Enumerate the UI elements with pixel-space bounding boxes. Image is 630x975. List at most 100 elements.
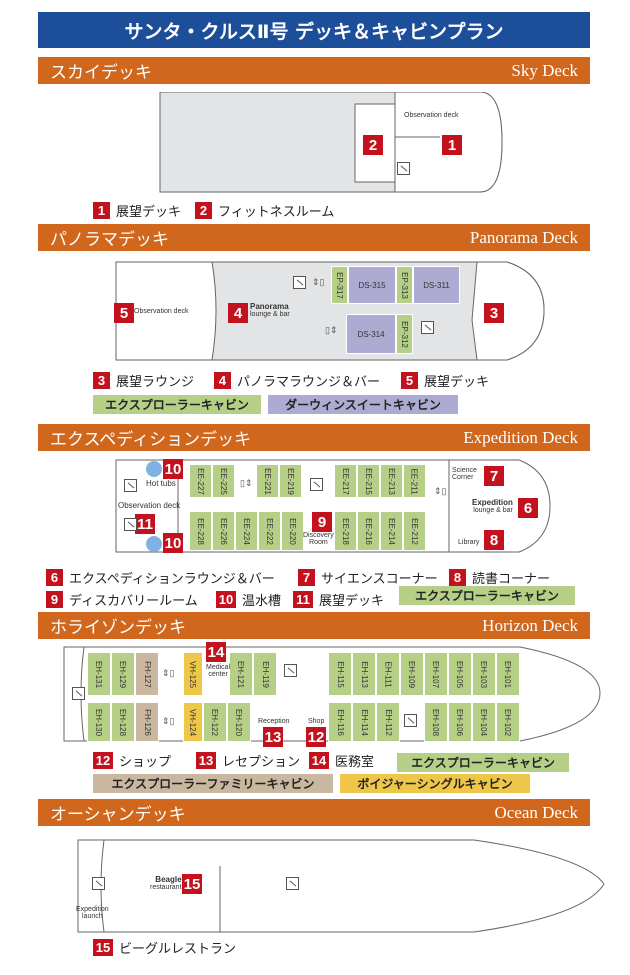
ocean-deck-hull bbox=[77, 839, 605, 933]
label-reception: Reception bbox=[258, 718, 290, 725]
page-title: サンタ・クルスⅡ号 デッキ＆キャビンプラン bbox=[38, 12, 590, 48]
legend-item: 15 ビーグルレストラン bbox=[93, 938, 236, 957]
legend-item: 12 ショップ bbox=[93, 751, 171, 770]
cabin-darwin: DS-315 bbox=[348, 266, 396, 304]
deck-header-horizon: ホライゾンデッキ Horizon Deck bbox=[38, 612, 590, 639]
cabin-darwin: DS-311 bbox=[413, 266, 460, 304]
cabin-explorer: EH-104 bbox=[472, 702, 496, 742]
deck-name-en: Ocean Deck bbox=[494, 802, 578, 822]
legend-number: 12 bbox=[93, 752, 113, 769]
label-hot-tubs: Hot tubs bbox=[146, 479, 176, 488]
legend-text: 温水槽 bbox=[242, 594, 282, 609]
stairs-icon bbox=[293, 276, 306, 289]
legend-item: 2 フィットネスルーム bbox=[195, 201, 334, 220]
legend-number: 3 bbox=[93, 372, 110, 389]
deck-header-expedition: エクスペディションデッキ Expedition Deck bbox=[38, 424, 590, 451]
label-library: Library bbox=[458, 539, 480, 546]
legend-number: 15 bbox=[93, 939, 113, 956]
cabin-explorer: EE-221 bbox=[256, 464, 279, 498]
cabin-explorer: EH-129 bbox=[111, 652, 135, 696]
legend-text: 展望デッキ bbox=[424, 375, 490, 390]
cabin-explorer: EH-121 bbox=[229, 652, 253, 696]
marker-2-sky: 2 bbox=[363, 135, 383, 155]
stairs-icon bbox=[421, 321, 434, 334]
stairs-icon bbox=[310, 478, 323, 491]
cabin-explorer: EE-213 bbox=[380, 464, 403, 498]
deck-name-en: Expedition Deck bbox=[463, 427, 578, 447]
cabin-voyager: VH-125 bbox=[183, 652, 203, 696]
cabin-explorer: EH-108 bbox=[424, 702, 448, 742]
elevator-icon: ⇕▯ bbox=[162, 668, 175, 678]
cabin-explorer: EH-119 bbox=[253, 652, 277, 696]
cabin-explorer: EE-215 bbox=[357, 464, 380, 498]
legend-text: 展望デッキ bbox=[116, 205, 182, 220]
marker-9-expedition: 9 bbox=[312, 512, 332, 532]
cabin-explorer: EH-103 bbox=[472, 652, 496, 696]
legend-item: 14 医務室 bbox=[309, 751, 374, 770]
deck-header-ocean: オーシャンデッキ Ocean Deck bbox=[38, 799, 590, 826]
cabin-voyager: VH-124 bbox=[183, 702, 203, 742]
cabin-explorer: EH-113 bbox=[352, 652, 376, 696]
cabin-explorer: EP-312 bbox=[396, 314, 413, 354]
cabin-explorer: EE-227 bbox=[189, 464, 212, 498]
hot-tub-icon bbox=[146, 461, 162, 477]
legend-chip-explorer: エクスプローラーキャビン bbox=[399, 586, 575, 605]
legend-item: 1 展望デッキ bbox=[93, 201, 181, 220]
cabin-explorer: EE-222 bbox=[258, 511, 281, 551]
legend-item: 4 パノラマラウンジ＆バー bbox=[214, 371, 380, 390]
legend-item: 9 ディスカバリールーム bbox=[46, 590, 198, 609]
cabin-explorer: EE-211 bbox=[403, 464, 426, 498]
marker-12-horizon: 12 bbox=[306, 727, 326, 747]
legend-number: 9 bbox=[46, 591, 63, 608]
cabin-explorer: EH-106 bbox=[448, 702, 472, 742]
stairs-icon bbox=[404, 714, 417, 727]
cabin-explorer: EH-107 bbox=[424, 652, 448, 696]
stairs-icon bbox=[92, 877, 105, 890]
elevator-icon: ⇕▯ bbox=[312, 277, 325, 287]
legend-chip-family: エクスプローラーファミリーキャビン bbox=[93, 774, 333, 793]
legend-number: 8 bbox=[449, 569, 466, 586]
marker-3-panorama: 3 bbox=[484, 303, 504, 323]
cabin-explorer: EH-122 bbox=[203, 702, 227, 742]
cabin-explorer: EH-130 bbox=[87, 702, 111, 742]
legend-number: 14 bbox=[309, 752, 329, 769]
cabin-family: FH-126 bbox=[135, 702, 159, 742]
marker-10-expedition: 10 bbox=[163, 459, 183, 479]
cabin-explorer: EH-111 bbox=[376, 652, 400, 696]
legend-item: 5 展望デッキ bbox=[401, 371, 489, 390]
legend-text: ディスカバリールーム bbox=[69, 594, 198, 609]
deck-name-jp: スカイデッキ bbox=[50, 63, 152, 83]
stairs-icon bbox=[72, 687, 85, 700]
legend-chip-voyager: ボイジャーシングルキャビン bbox=[340, 774, 530, 793]
marker-1-sky: 1 bbox=[442, 135, 462, 155]
deck-name-jp: オーシャンデッキ bbox=[50, 805, 186, 825]
legend-number: 7 bbox=[298, 569, 315, 586]
cabin-explorer: EE-226 bbox=[212, 511, 235, 551]
legend-text: 医務室 bbox=[335, 755, 375, 770]
deck-header-sky: スカイデッキ Sky Deck bbox=[38, 57, 590, 84]
deck-name-en: Panorama Deck bbox=[469, 227, 578, 247]
cabin-explorer: EE-220 bbox=[281, 511, 304, 551]
stairs-icon bbox=[284, 664, 297, 677]
marker-14-horizon: 14 bbox=[206, 642, 226, 662]
legend-number: 2 bbox=[195, 202, 212, 219]
cabin-explorer: EH-109 bbox=[400, 652, 424, 696]
label-shop: Shop bbox=[308, 718, 325, 725]
cabin-explorer: EH-105 bbox=[448, 652, 472, 696]
cabin-explorer: EH-128 bbox=[111, 702, 135, 742]
marker-4-panorama: 4 bbox=[228, 303, 248, 323]
elevator-icon: ⇕▯ bbox=[434, 486, 447, 496]
cabin-explorer: EH-116 bbox=[328, 702, 352, 742]
legend-item: 8 読書コーナー bbox=[449, 568, 550, 587]
cabin-explorer: EP-313 bbox=[396, 266, 413, 304]
cabin-family: FH-127 bbox=[135, 652, 159, 696]
cabin-explorer: EH-114 bbox=[352, 702, 376, 742]
cabin-explorer: EH-112 bbox=[376, 702, 400, 742]
legend-number: 10 bbox=[216, 591, 236, 608]
cabin-explorer: EP-317 bbox=[331, 266, 348, 304]
legend-number: 4 bbox=[214, 372, 231, 389]
legend-item: 7 サイエンスコーナー bbox=[298, 568, 438, 587]
